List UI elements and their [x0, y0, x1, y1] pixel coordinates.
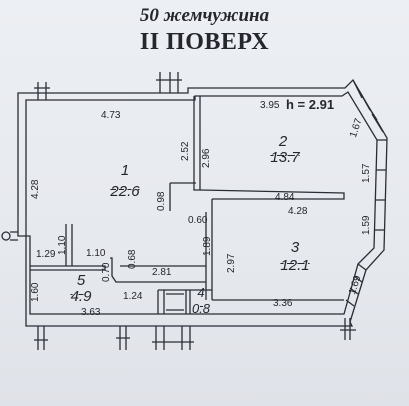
- wall-room4-right: [185, 290, 191, 314]
- dim-3-95: 3.95: [260, 100, 280, 111]
- dim-0-60: 0.60: [188, 215, 208, 226]
- wall-room5-top: [30, 265, 106, 271]
- bay-window-upper: [352, 79, 384, 133]
- dim-1-60: 1.60: [30, 282, 41, 302]
- dim-0-68: 0.68: [127, 249, 138, 269]
- room-5-area: 4.9: [70, 288, 92, 305]
- room-3-number: 3: [290, 239, 300, 256]
- dim-1-29: 1.29: [36, 249, 56, 260]
- dim-4-28-mid: 4.28: [288, 206, 308, 217]
- room-5-number: 5: [76, 272, 86, 289]
- dim-0-98: 0.98: [156, 191, 167, 211]
- room-1-number: 1: [120, 162, 130, 179]
- window-marker-bottom-left: [34, 326, 48, 350]
- dim-4-73: 4.73: [101, 110, 121, 121]
- bay-window-lower: [345, 263, 367, 307]
- bay-window-side: [374, 139, 387, 231]
- wall-corridor-stub: [169, 182, 196, 211]
- dim-2-81: 2.81: [152, 267, 172, 278]
- dim-1-57: 1.57: [361, 163, 372, 183]
- dim-1-59: 1.59: [361, 215, 372, 235]
- dim-1-10-vertical: 1.10: [57, 235, 68, 255]
- dim-3-36: 3.36: [273, 298, 293, 309]
- outer-wall-outline: [17, 78, 388, 327]
- room-3-area: 12.1: [280, 257, 310, 274]
- dim-1-10-horizontal: 1.10: [86, 248, 106, 259]
- window-marker-mid: [156, 72, 182, 93]
- window-marker-bottom-far: [340, 318, 356, 340]
- window-marker-left: [34, 82, 50, 100]
- window-marker-bottom-right: [152, 326, 194, 350]
- window-room4: [166, 293, 184, 311]
- building-title: 50 жемчужина: [139, 5, 270, 26]
- room-2-number: 2: [278, 133, 288, 150]
- ceiling-height: h = 2.91: [286, 97, 335, 112]
- dim-2-97: 2.97: [226, 253, 237, 273]
- wall-left-stub: [65, 224, 73, 266]
- dim-2-96: 2.96: [201, 148, 212, 168]
- dim-4-84: 4.84: [275, 192, 295, 203]
- room-4-area: 0.8: [191, 301, 211, 316]
- outer-wall-inner-outline: [25, 91, 378, 315]
- dim-4-28-left: 4.28: [30, 179, 41, 199]
- dim-1-89: 1.89: [202, 236, 213, 256]
- entrance-marker: [1, 231, 11, 241]
- floor-title: II ПОВЕРХ: [139, 29, 270, 55]
- room-1-area: 22.6: [110, 183, 140, 200]
- wall-room3-left: [205, 199, 213, 300]
- window-marker-bottom-mid: [116, 326, 130, 350]
- entrance-door: [10, 231, 18, 241]
- dim-3-63: 3.63: [81, 307, 101, 318]
- wall-room2-left: [193, 96, 201, 191]
- dim-1-24: 1.24: [123, 291, 143, 302]
- room-4-number: 4: [197, 285, 205, 300]
- wall-room5-right: [157, 290, 165, 314]
- wall-room5-divider: [110, 257, 206, 283]
- dim-0-70: 0.70: [101, 262, 112, 282]
- room-2-area: 13.7: [270, 149, 300, 166]
- wall-room2-bottom: [199, 189, 345, 200]
- dim-2-52: 2.52: [180, 141, 191, 161]
